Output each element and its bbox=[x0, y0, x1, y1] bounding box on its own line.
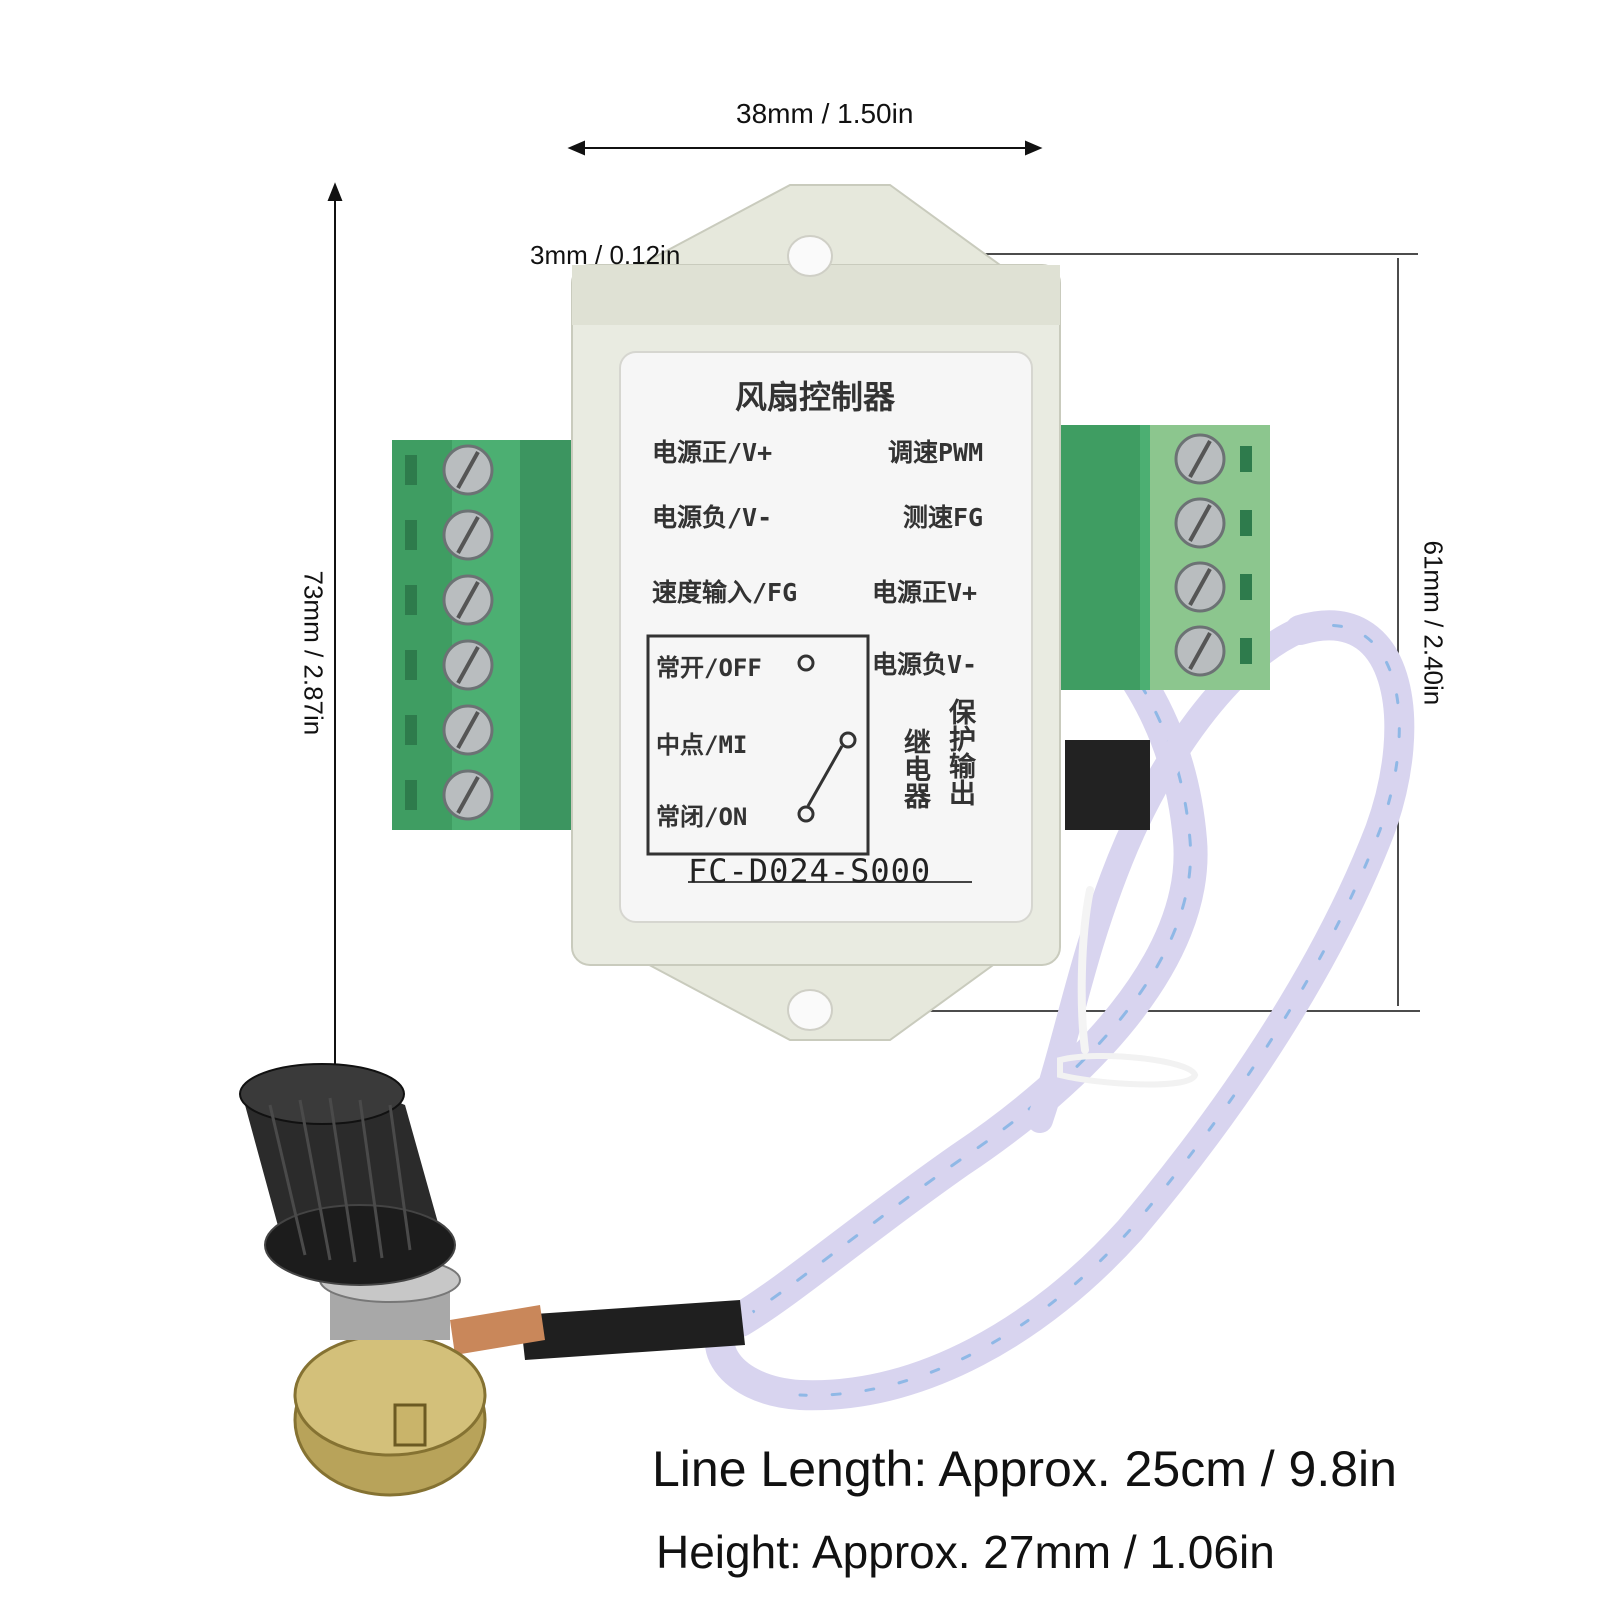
width-arrow-left-icon bbox=[567, 140, 585, 156]
relay-common-contact-icon bbox=[839, 731, 857, 749]
terminal-right-3: 电源正V+ bbox=[872, 578, 978, 607]
potentiometer bbox=[293, 1257, 745, 1497]
line-length-caption: Line Length: Approx. 25cm / 9.8in bbox=[652, 1441, 1397, 1497]
knob bbox=[239, 1063, 456, 1286]
left-terminal-block bbox=[392, 440, 572, 830]
model-number: FC-D024-S000 bbox=[688, 852, 932, 890]
width-dimension-label: 38mm / 1.50in bbox=[736, 98, 914, 129]
relay-label-1: 继电器 bbox=[899, 728, 930, 809]
relay-off-contact-icon bbox=[797, 654, 815, 672]
hole-size-label: 3mm / 0.12in bbox=[530, 240, 681, 270]
device-title: 风扇控制器 bbox=[735, 378, 896, 416]
terminal-right-2: 测速FG bbox=[903, 503, 984, 532]
width-arrow-right-icon bbox=[1025, 140, 1043, 156]
relay-diagram-box bbox=[646, 634, 870, 856]
height-caption: Height: Approx. 27mm / 1.06in bbox=[656, 1526, 1275, 1578]
terminal-left-1: 电源正/V+ bbox=[652, 438, 773, 467]
mount-hole-bottom bbox=[787, 989, 833, 1031]
relay-on-contact-icon bbox=[797, 805, 815, 823]
relay-state-on: 常闭/ON bbox=[656, 803, 748, 831]
terminal-left-2: 电源负/V- bbox=[652, 503, 773, 532]
height-arrow-top-icon bbox=[327, 182, 343, 201]
relay-state-off: 常开/OFF bbox=[656, 654, 762, 682]
relay-connector bbox=[1065, 740, 1150, 830]
mount-hole-top bbox=[787, 235, 833, 277]
terminal-right-4: 电源负V- bbox=[872, 650, 978, 679]
controller-housing bbox=[571, 184, 1061, 1041]
left-screws bbox=[442, 444, 494, 821]
relay-switch-icon bbox=[806, 745, 844, 807]
right-terminal-block bbox=[1060, 425, 1270, 830]
height-dimension-label: 73mm / 2.87in bbox=[298, 570, 329, 736]
relay-state-mid: 中点/MI bbox=[656, 731, 748, 759]
hole-spacing-label: 61mm / 2.40in bbox=[1418, 540, 1449, 706]
terminal-left-3: 速度输入/FG bbox=[652, 578, 798, 607]
relay-label-2: 保护输出 bbox=[944, 698, 975, 806]
terminal-right-1: 调速PWM bbox=[888, 438, 984, 467]
